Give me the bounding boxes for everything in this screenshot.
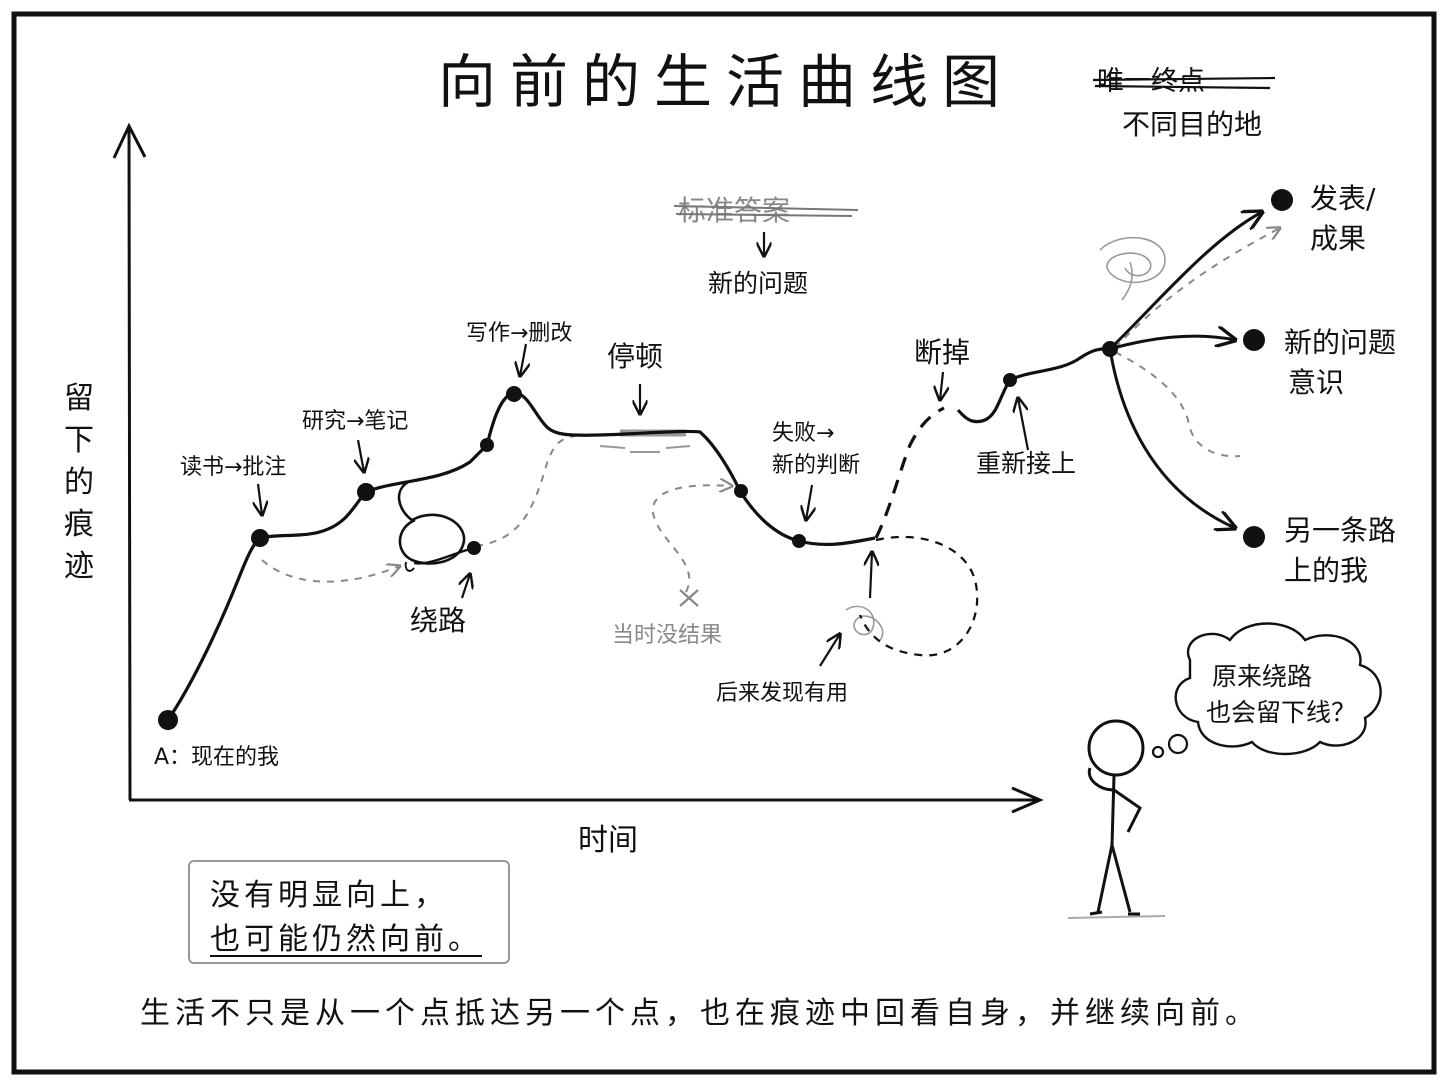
figure-shadow <box>1067 915 1166 919</box>
figure-arm-left <box>1087 767 1115 792</box>
note-line-2: 也可能仍然向前。 <box>210 922 482 957</box>
node-writing-a <box>480 438 494 452</box>
curve-nodes <box>158 189 1293 730</box>
scribble-question <box>1099 236 1166 301</box>
figure-legs <box>1096 844 1132 913</box>
label-reading: 读书→批注 <box>180 455 286 480</box>
y-axis <box>127 127 132 801</box>
broken-section <box>874 406 945 539</box>
dest-publish-1: 发表/ <box>1310 182 1376 215</box>
thought-dot-1 <box>1167 733 1189 755</box>
svg-text:迹: 迹 <box>64 549 94 584</box>
dest-publish-2: 成果 <box>1310 222 1366 255</box>
node-start <box>158 710 178 730</box>
node-publish <box>1271 189 1293 211</box>
reconnected-curve <box>956 347 1111 424</box>
label-detour: 绕路 <box>410 604 466 637</box>
bottom-caption: 生活不只是从一个点抵达另一个点，也在痕迹中回看自身，并继续向前。 <box>140 996 1260 1031</box>
label-failure-2: 新的判断 <box>772 453 860 478</box>
label-start: A：现在的我 <box>154 745 279 770</box>
node-failure <box>792 534 806 548</box>
y-axis-label: 留 下 的 痕 迹 <box>64 381 94 584</box>
label-new-question: 新的问题 <box>708 269 808 298</box>
note-line-1: 没有明显向上， <box>210 878 448 913</box>
y-axis-arrowhead <box>112 122 147 159</box>
node-other-path <box>1243 526 1265 548</box>
label-no-result: 当时没结果 <box>612 623 722 648</box>
cross-mark <box>679 589 699 607</box>
node-reconnect <box>1003 373 1017 387</box>
thought-dot-2 <box>1151 745 1165 759</box>
faint-traces <box>261 228 1280 593</box>
label-later-useful: 后来发现有用 <box>716 681 848 706</box>
svg-text:痕: 痕 <box>64 507 94 542</box>
label-broken: 断掉 <box>914 336 970 369</box>
dest-other-path-2: 上的我 <box>1284 554 1368 587</box>
x-axis-label: 时间 <box>578 823 638 858</box>
dashed-detour <box>858 535 979 657</box>
thought-bubble <box>1174 622 1382 756</box>
thought-line-2: 也会留下线？ <box>1206 698 1356 727</box>
strike-line <box>1092 76 1276 90</box>
label-reconnect: 重新接上 <box>976 449 1076 478</box>
detour-loop <box>397 480 466 565</box>
dest-new-question-1: 新的问题 <box>1284 326 1396 359</box>
x-axis-arrowhead <box>1011 786 1044 814</box>
figure-body <box>1110 775 1116 846</box>
dest-new-question-2: 意识 <box>1288 366 1344 399</box>
svg-text:下: 下 <box>64 423 94 458</box>
branch-publish <box>1108 212 1262 351</box>
page-frame <box>11 11 1437 1075</box>
node-descent <box>734 484 748 498</box>
node-new-question <box>1243 329 1265 351</box>
figure-feet <box>1089 910 1140 916</box>
different-destinations-label: 不同目的地 <box>1122 108 1262 141</box>
pause-shadow <box>599 445 691 453</box>
svg-text:留: 留 <box>64 381 94 416</box>
node-research <box>357 483 375 501</box>
scribble-knot <box>845 605 884 641</box>
label-standard-answer-struck: 标准答案 <box>678 194 790 227</box>
branch-other-path <box>1108 348 1235 528</box>
label-research: 研究→笔记 <box>302 409 408 434</box>
thought-line-1: 原来绕路 <box>1212 662 1312 691</box>
node-reading <box>251 529 269 547</box>
diagram-title: 向前的生活曲线图 <box>438 48 1014 116</box>
detour-tail <box>404 561 415 572</box>
node-writing-peak <box>506 386 522 402</box>
label-pointers <box>258 232 1030 667</box>
note-box: 没有明显向上， 也可能仍然向前。 <box>188 860 510 964</box>
node-detour-end <box>467 541 481 555</box>
dest-other-path-1: 另一条路 <box>1284 514 1396 547</box>
figure-head <box>1087 719 1145 777</box>
svg-text:的: 的 <box>64 465 94 500</box>
label-failure-1: 失败→ <box>772 421 834 446</box>
struck-final-point: 唯一终点 <box>1097 66 1205 97</box>
label-pause: 停顿 <box>607 340 663 373</box>
node-branch <box>1102 341 1118 357</box>
branch-new-question <box>1109 336 1235 351</box>
label-writing: 写作→删改 <box>466 321 572 346</box>
standard-answer-strike <box>673 205 859 217</box>
life-curve <box>166 391 876 721</box>
stick-figure <box>1087 719 1145 916</box>
figure-arm-right <box>1113 788 1142 833</box>
